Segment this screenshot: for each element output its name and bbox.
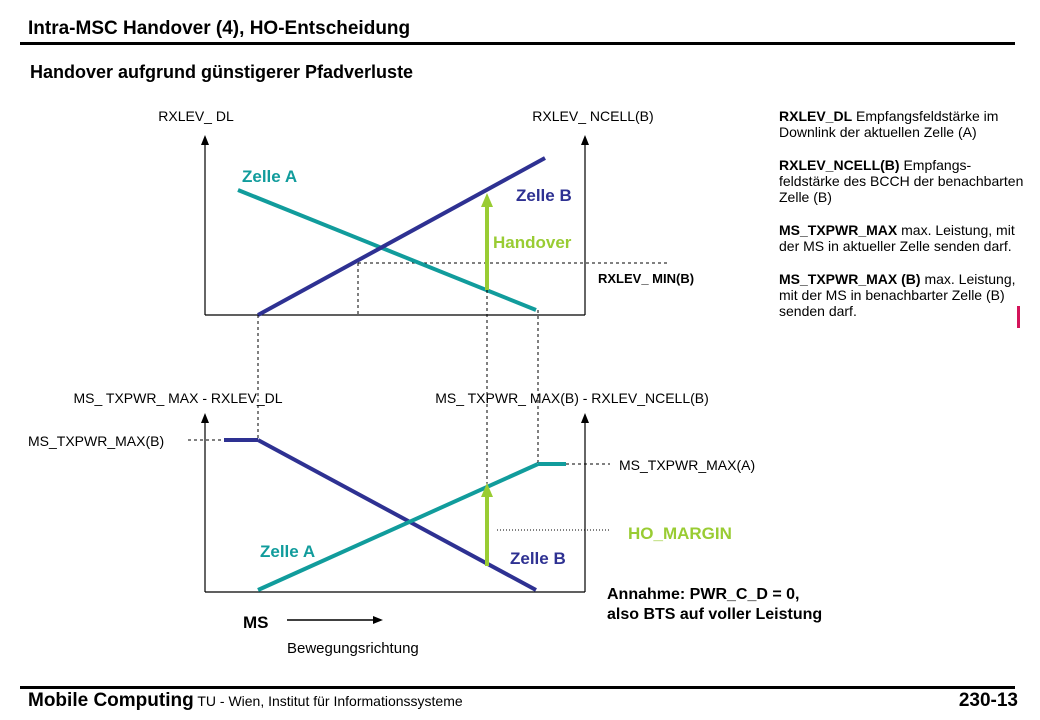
top-zelle-a-label: Zelle A — [242, 167, 297, 186]
footer-institute: TU - Wien, Institut für Informationssyst… — [193, 693, 463, 709]
top-left-axis-label: RXLEV_ DL — [158, 108, 234, 124]
definitions-panel: RXLEV_DL Empfangsfeldstärke im Downlink … — [779, 108, 1024, 336]
footer-left: Mobile Computing TU - Wien, Institut für… — [28, 690, 463, 712]
page-subtitle: Handover aufgrund günstigerer Pfadverlus… — [30, 62, 414, 82]
definition-item: RXLEV_NCELL(B) Empfangs-feldstärke des B… — [779, 157, 1024, 205]
top-zelle-b-label: Zelle B — [516, 186, 572, 205]
assumption-note: Annahme: PWR_C_D = 0, also BTS auf volle… — [607, 585, 822, 625]
ms-txpwr-max-a-label: MS_TXPWR_MAX(A) — [619, 457, 755, 473]
ho-margin-label: HO_MARGIN — [628, 524, 732, 543]
handover-label: Handover — [493, 233, 572, 252]
bottom-right-axis-label: MS_ TXPWR_ MAX(B) - RXLEV_NCELL(B) — [435, 390, 709, 406]
definition-item: RXLEV_DL Empfangsfeldstärke im Downlink … — [779, 108, 999, 140]
note-line-1: Annahme: PWR_C_D = 0, — [607, 586, 800, 603]
bottom-zelle-a-label: Zelle A — [260, 542, 315, 561]
ms-txpwr-max-b-label: MS_TXPWR_MAX(B) — [28, 433, 164, 449]
top-zelle-b-line — [257, 156, 546, 317]
rxlev-min-label: RXLEV_ MIN(B) — [598, 271, 694, 286]
top-zelle-a-line — [237, 188, 537, 312]
note-line-2: also BTS auf voller Leistung — [607, 606, 823, 623]
footer-brand: Mobile Computing — [28, 690, 194, 711]
footer-divider — [20, 686, 1015, 689]
ms-label: MS — [243, 613, 269, 632]
bottom-zelle-a-line — [257, 462, 539, 592]
definition-item: MS_TXPWR_MAX (B) max. Leistung, mit der … — [779, 271, 1016, 319]
bottom-left-axis-label: MS_ TXPWR_ MAX - RXLEV_DL — [73, 390, 282, 406]
bottom-zelle-b-line — [257, 438, 537, 592]
page-title: Intra-MSC Handover (4), HO-Entscheidung — [28, 18, 411, 39]
top-right-axis-label: RXLEV_ NCELL(B) — [532, 108, 653, 124]
page-number: 230-13 — [958, 690, 1018, 711]
bottom-zelle-b-label: Zelle B — [510, 549, 566, 568]
definition-item: MS_TXPWR_MAX max. Leistung, mit der MS i… — [779, 222, 1015, 254]
red-marker — [1017, 306, 1020, 328]
movement-label: Bewegungsrichtung — [287, 640, 419, 657]
title-divider — [20, 42, 1015, 45]
